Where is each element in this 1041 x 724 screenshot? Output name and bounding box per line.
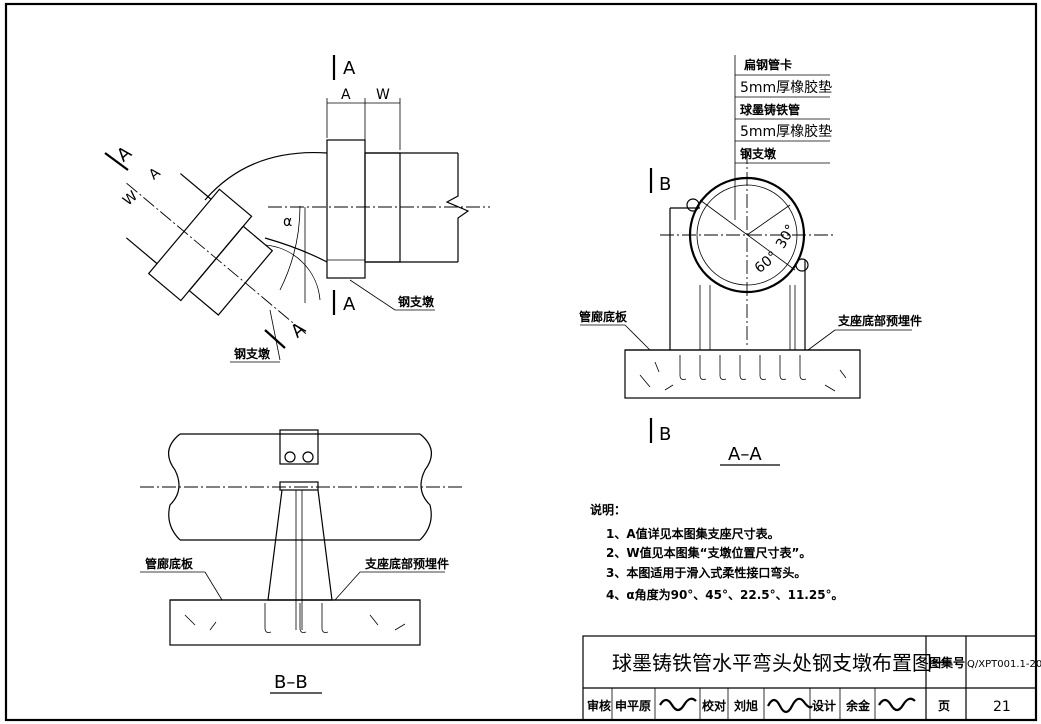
bb-title: B–B [274,672,308,693]
title-block-check-name: 刘旭 [734,698,758,713]
aa-angle-60: 60° [752,248,781,276]
title-block-page-no: 21 [993,699,1011,715]
aa-title: A–A [728,444,762,465]
title-block [582,635,1037,721]
bb-label-floor: 管廊底板 [145,556,194,571]
section-aa [580,55,912,466]
title-block-check-label: 校对 [702,698,726,713]
aa-section-b-bottom: B [659,424,671,445]
plan-dim-w-left: W [120,188,141,209]
plan-angle-alpha: α [283,214,292,230]
plan-section-a-left-bottom: A [287,318,310,342]
plan-section-a-bottom: A [343,294,356,315]
aa-label-floor: 管廊底板 [579,309,628,324]
title-block-atlas-no: Q/XPT001.1-2017 [967,659,1041,670]
title-block-title: 球墨铸铁管水平弯头处钢支墩布置图一 [612,651,952,675]
aa-callout-5: 钢支墩 [740,146,777,161]
title-block-design-label: 设计 [812,698,836,713]
signature-check [767,697,813,714]
signature-review [659,697,697,712]
aa-section-b-top: B [659,174,671,195]
section-bb [140,429,465,694]
note-2: 2、W值见本图集“支墩位置尺寸表”。 [606,545,811,560]
note-3: 3、本图适用于滑入式柔性接口弯头。 [606,565,806,580]
note-1: 1、A值详见本图集支座尺寸表。 [606,526,780,541]
notes-heading: 说明： [590,502,626,517]
title-block-atlas-label: 图集号 [929,655,965,670]
aa-callout-4: 5mm厚橡胶垫 [740,123,832,140]
aa-callout-1: 扁钢管卡 [744,57,792,72]
note-4: 4、α角度为90°、45°、22.5°、11.25°。 [606,587,844,602]
aa-callout-3: 球墨铸铁管 [740,102,800,117]
title-block-review-label: 审核 [587,698,611,713]
pier-right [326,139,366,279]
plan-label-pier-right: 钢支墩 [398,294,435,309]
title-block-review-name: 申平原 [615,698,651,713]
signature-design [878,697,916,712]
plan-view [104,55,490,363]
title-block-page-label: 页 [938,699,950,713]
aa-callout-2: 5mm厚橡胶垫 [740,79,832,96]
sheet-border [4,2,1038,722]
bb-label-embed: 支座底部预埋件 [364,556,449,571]
plan-dim-w-top: W [376,87,390,103]
title-block-design-name: 余金 [845,698,871,713]
plan-label-pier-left: 钢支墩 [234,346,271,361]
plan-section-a-top: A [343,58,356,79]
plan-dim-a-left: A [146,165,164,184]
aa-label-embed: 支座底部预埋件 [837,313,922,328]
plan-dim-a-top: A [341,87,351,103]
